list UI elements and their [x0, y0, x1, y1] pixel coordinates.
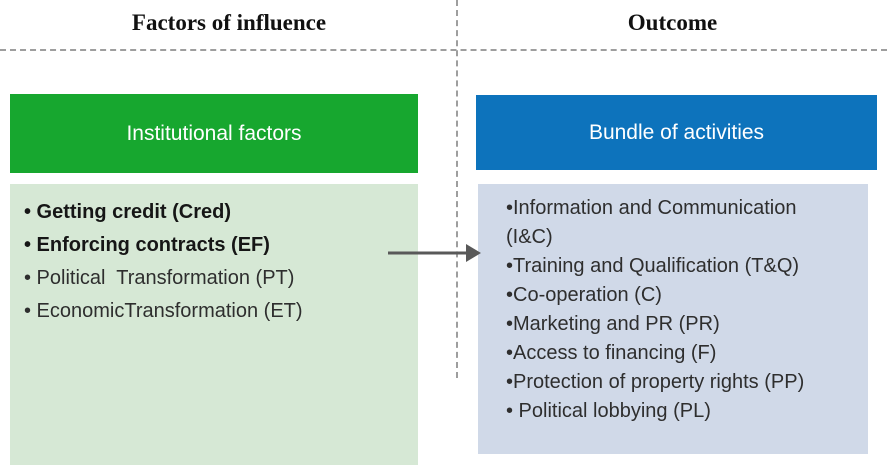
horizontal-dashed-divider	[0, 49, 887, 51]
bundle-of-activities-list: •Information and Communication (I&C) •Tra…	[478, 184, 868, 454]
list-item: • Enforcing contracts (EF)	[24, 234, 270, 256]
right-column-title: Outcome	[627, 10, 718, 35]
institutional-factors-list: • Getting credit (Cred) • Enforcing contr…	[10, 184, 418, 465]
list-item: •Co-operation (C)	[506, 284, 662, 306]
list-item: • Political Transformation (PT)	[24, 267, 295, 289]
institutional-factors-header: Institutional factors	[10, 94, 418, 173]
list-item: •Access to financing (F)	[506, 342, 717, 364]
right-arrow-icon	[388, 240, 482, 266]
list-item: • EconomicTransformation (ET)	[24, 300, 303, 322]
list-item: • Political lobbying (PL)	[506, 400, 711, 422]
bundle-of-activities-header: Bundle of activities	[476, 95, 877, 170]
bundle-of-activities-label: Bundle of activities	[588, 120, 765, 144]
list-item: •Training and Qualification (T&Q)	[506, 255, 800, 277]
list-item: •Marketing and PR (PR)	[506, 313, 720, 335]
list-item: •Protection of property rights (PP)	[506, 371, 805, 393]
institutional-factors-label: Institutional factors	[126, 121, 302, 145]
list-item: • Getting credit (Cred)	[24, 201, 232, 223]
left-column-title: Factors of influence	[131, 10, 327, 35]
vertical-dashed-divider	[456, 0, 458, 378]
list-item: •Information and Communication (I&C)	[506, 197, 797, 248]
